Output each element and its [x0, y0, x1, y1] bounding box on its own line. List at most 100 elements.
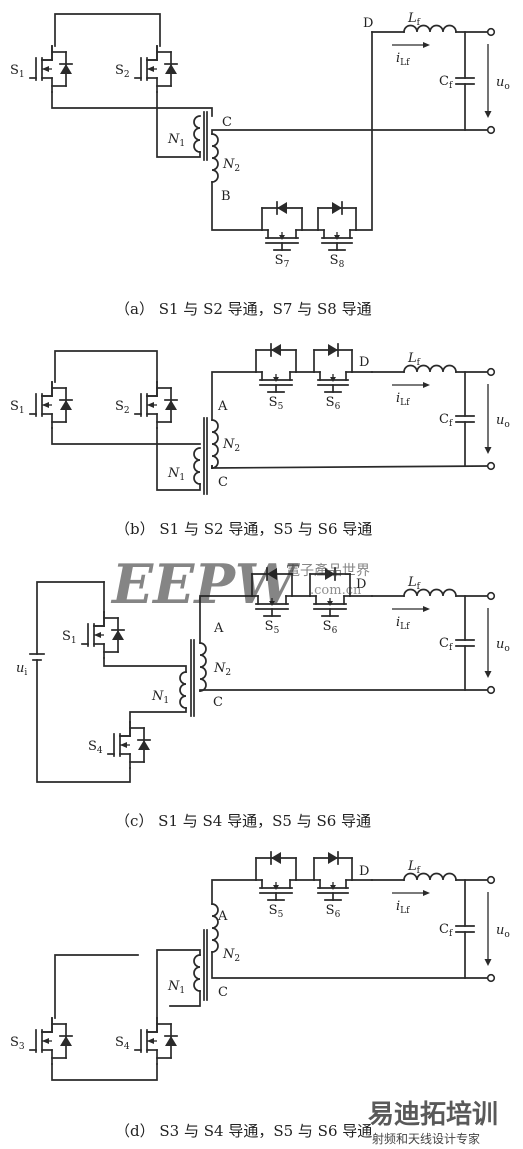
- body-arrow: [330, 885, 336, 890]
- voltage-label: uo: [496, 637, 510, 654]
- caption-a: （a） S1 与 S2 导通，S7 与 S8 导通: [115, 300, 372, 318]
- wire: [211, 371, 257, 421]
- node-d-label: D: [359, 864, 369, 879]
- wire: [211, 181, 263, 231]
- output-terminal-bottom: [486, 973, 496, 983]
- diode-triangle: [328, 344, 338, 356]
- node-a-label: A: [217, 399, 228, 414]
- diode-triangle: [138, 740, 150, 750]
- diode-triangle: [271, 852, 281, 864]
- body-arrow: [273, 885, 279, 890]
- source-label: ui: [16, 661, 27, 678]
- switch-label: S8: [330, 253, 345, 270]
- switch-label: S1: [10, 399, 25, 416]
- switch-label: S7: [275, 253, 290, 270]
- voltage-label: uo: [496, 923, 510, 940]
- body-arrow: [334, 235, 340, 240]
- inductor-label: Lf: [407, 351, 421, 368]
- voltage-arrow: [484, 384, 492, 454]
- primary-label: N1: [151, 689, 169, 706]
- secondary-label: N2: [213, 661, 231, 678]
- inductor-lf: [403, 588, 457, 597]
- inductor-lf: [403, 872, 457, 881]
- capacitor-cf: [455, 77, 475, 85]
- switch-label: S5: [269, 395, 284, 412]
- wire-c: [211, 465, 489, 469]
- wire: [41, 45, 53, 61]
- node-b-label: B: [221, 189, 231, 204]
- output-terminal-top: [486, 367, 496, 377]
- secondary-label: N2: [222, 437, 240, 454]
- switch-s2: S2: [115, 45, 178, 93]
- caption-d: （d） S3 与 S4 导通，S5 与 S6 导通: [115, 1122, 372, 1140]
- capacitor-label: Cf: [439, 74, 453, 91]
- arrow-head: [484, 111, 492, 118]
- switch-label: S4: [115, 1035, 130, 1052]
- diode-triangle: [165, 1036, 177, 1046]
- switch-label: S1: [62, 629, 77, 646]
- body-arrow: [327, 601, 333, 606]
- watermark-eepw-domain: .com.cn: [310, 583, 362, 598]
- current-label: iLf: [396, 51, 410, 68]
- wire: [51, 1063, 158, 1081]
- voltage-label: uo: [496, 413, 510, 430]
- secondary-coil-n2: [211, 419, 219, 469]
- wire: [119, 721, 131, 737]
- current-arrow: [392, 382, 430, 388]
- node-d-label: D: [359, 355, 369, 370]
- switch-label: S3: [10, 1035, 25, 1052]
- watermark-eepw-cn: 電子產品世界: [286, 562, 370, 579]
- output-terminal-top: [486, 875, 496, 885]
- switch-label: S1: [10, 63, 25, 80]
- wire: [54, 13, 161, 47]
- switch-label: S6: [326, 903, 341, 920]
- switch-s1: S1: [10, 381, 73, 429]
- node-c-label: C: [218, 475, 228, 490]
- inductor-lf: [403, 24, 457, 33]
- switch-label: S6: [323, 619, 338, 636]
- capacitor-cf: [455, 925, 475, 933]
- wire: [211, 129, 489, 135]
- wire: [36, 659, 131, 783]
- diode-triangle: [267, 568, 277, 580]
- node-a-label: A: [217, 909, 228, 924]
- capacitor-label: Cf: [439, 412, 453, 429]
- secondary-label: N2: [222, 157, 240, 174]
- diode-triangle: [165, 64, 177, 74]
- switch-s6: S6: [313, 851, 353, 920]
- diode-triangle: [112, 630, 124, 640]
- switch-s5: S5: [255, 851, 297, 920]
- primary-label: N1: [167, 466, 185, 483]
- arrow-head: [423, 890, 430, 896]
- capacitor-label: Cf: [439, 922, 453, 939]
- voltage-arrow: [484, 44, 492, 118]
- output-terminal-top: [486, 27, 496, 37]
- primary-label: N1: [167, 132, 185, 149]
- diode-triangle: [328, 852, 338, 864]
- arrow-head: [484, 959, 492, 966]
- voltage-label: uo: [496, 75, 510, 92]
- node-c-label: C: [222, 115, 232, 130]
- secondary-coil-n2: [199, 642, 207, 692]
- inductor-label: Lf: [407, 11, 421, 28]
- caption-b: （b） S1 与 S2 导通，S5 与 S6 导通: [115, 520, 372, 538]
- output-terminal-bottom: [486, 461, 496, 471]
- watermark-site-text: 易迪拓培训: [368, 1100, 498, 1130]
- body-arrow: [279, 235, 285, 240]
- switch-s4: S4: [88, 721, 151, 769]
- arrow-head: [484, 447, 492, 454]
- primary-coil-n1: [179, 671, 187, 709]
- capacitor-cf: [455, 415, 475, 423]
- wire: [54, 350, 158, 383]
- switch-label: S2: [115, 399, 130, 416]
- wire: [355, 31, 373, 231]
- node-d-label: D: [363, 16, 373, 31]
- diode-triangle: [60, 1036, 72, 1046]
- voltage-arrow: [484, 892, 492, 966]
